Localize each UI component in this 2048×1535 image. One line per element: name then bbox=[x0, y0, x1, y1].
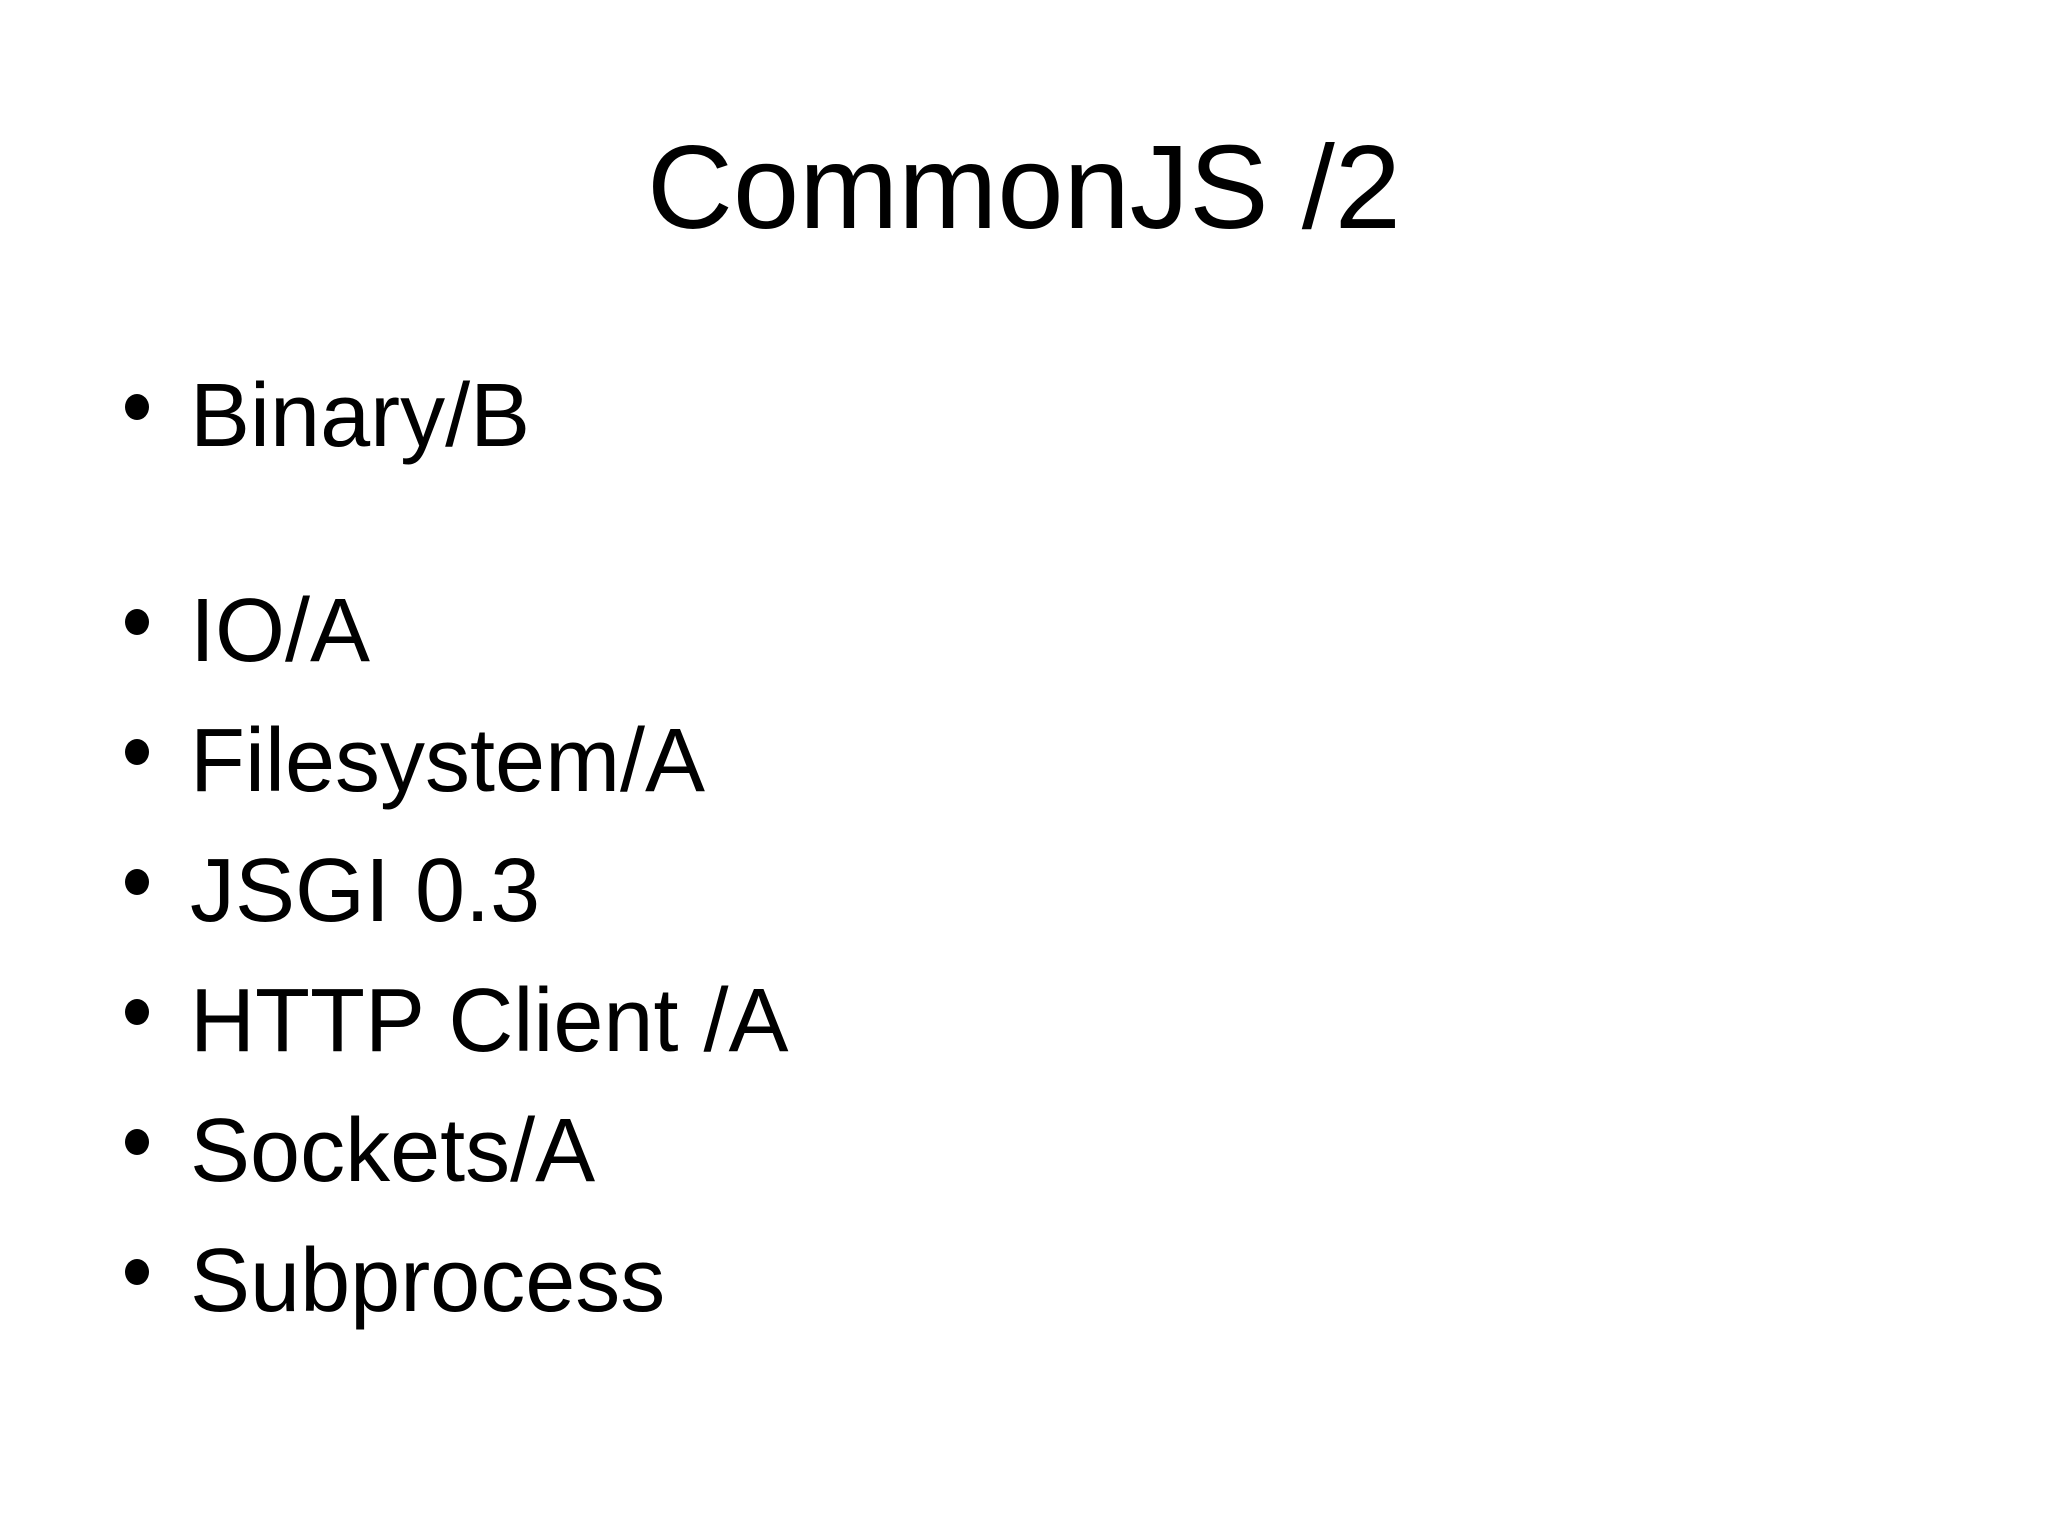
bullet-icon bbox=[125, 999, 149, 1025]
list-item: HTTP Client /A bbox=[125, 976, 1968, 1066]
bullet-label: Filesystem/A bbox=[190, 711, 706, 811]
list-item: Subprocess bbox=[125, 1236, 1968, 1326]
bullet-label: Binary/B bbox=[190, 366, 531, 466]
list-item: JSGI 0.3 bbox=[125, 846, 1968, 936]
list-item: Sockets/A bbox=[125, 1106, 1968, 1196]
bullet-label: IO/A bbox=[190, 581, 371, 681]
bullet-icon bbox=[125, 1129, 149, 1155]
bullet-icon bbox=[125, 1259, 149, 1285]
list-item: IO/A bbox=[125, 586, 1968, 676]
bullet-icon bbox=[125, 394, 149, 420]
bullet-label: Subprocess bbox=[190, 1231, 666, 1331]
bullet-label: HTTP Client /A bbox=[190, 971, 789, 1071]
slide-title: CommonJS /2 bbox=[647, 121, 1401, 254]
bullet-icon bbox=[125, 739, 149, 765]
bullet-icon bbox=[125, 869, 149, 895]
bullet-label: Sockets/A bbox=[190, 1101, 596, 1201]
list-item: Binary/B bbox=[125, 371, 1968, 461]
bullet-icon bbox=[125, 609, 149, 635]
list-item: Filesystem/A bbox=[125, 716, 1968, 806]
bullet-label: JSGI 0.3 bbox=[190, 841, 541, 941]
